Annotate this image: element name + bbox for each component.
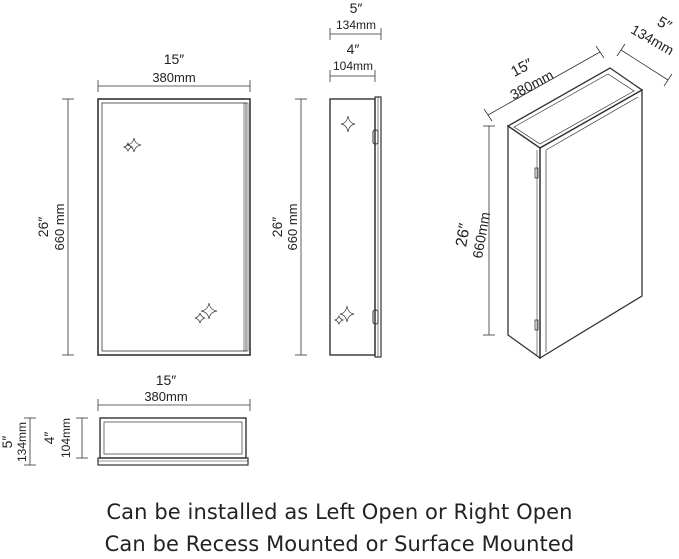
hinge-top: [372, 129, 379, 145]
top-depth-in-label: 5″: [0, 436, 15, 449]
side-view: [295, 28, 382, 358]
side-body: [329, 98, 376, 356]
top-inner-depth-mm-label: 104mm: [59, 418, 73, 458]
front-height-mm-label: 660 mm: [52, 204, 67, 251]
iso-depth-dim-line: [620, 49, 669, 81]
top-width-in-label: 15″: [156, 372, 177, 388]
iso-width-dim-line: [487, 51, 601, 116]
top-door-edge: [97, 457, 249, 466]
sparkle-icon: [194, 302, 218, 324]
front-height-in-label: 26″: [35, 217, 51, 238]
hinge-bottom: [372, 309, 379, 325]
front-shadow-edge: [243, 102, 249, 352]
sparkle-icon: [340, 115, 356, 133]
top-inner-depth-in-label: 4″: [41, 432, 57, 445]
isometric-view: [483, 43, 673, 360]
top-width-mm-label: 380mm: [144, 389, 187, 404]
technical-drawing: 15″ 380mm 26″ 660 mm 5″ 134mm 4″ 104mm 2…: [0, 0, 677, 466]
side-inner-depth-mm-label: 104mm: [333, 59, 373, 73]
side-height-in-label: 26″: [269, 217, 285, 238]
iso-front-face: [539, 88, 643, 360]
caption-installation-direction: Can be installed as Left Open or Right O…: [106, 500, 573, 524]
iso-height-mm-label: 660mm: [469, 211, 493, 260]
side-depth-mm-label: 134mm: [336, 18, 376, 32]
side-height-mm-label: 660 mm: [285, 204, 300, 251]
front-outer-frame: [97, 98, 251, 356]
iso-depth-in-label: 5″: [654, 13, 675, 35]
sparkle-icon: [122, 137, 142, 153]
side-inner-depth-in-label: 4″: [347, 41, 360, 57]
top-depth-mm-label: 134mm: [15, 422, 29, 462]
front-inner-frame: [101, 102, 247, 352]
caption-mounting-type: Can be Recess Mounted or Surface Mounted: [104, 532, 575, 556]
front-width-in-label: 15″: [164, 51, 185, 67]
top-view: [24, 399, 251, 466]
front-view: [62, 80, 251, 356]
iso-height-in-label: 26″: [453, 222, 474, 248]
top-body: [99, 417, 247, 459]
front-width-mm-label: 380mm: [152, 70, 195, 85]
sparkle-icon: [333, 305, 355, 326]
side-depth-in-label: 5″: [350, 0, 363, 16]
